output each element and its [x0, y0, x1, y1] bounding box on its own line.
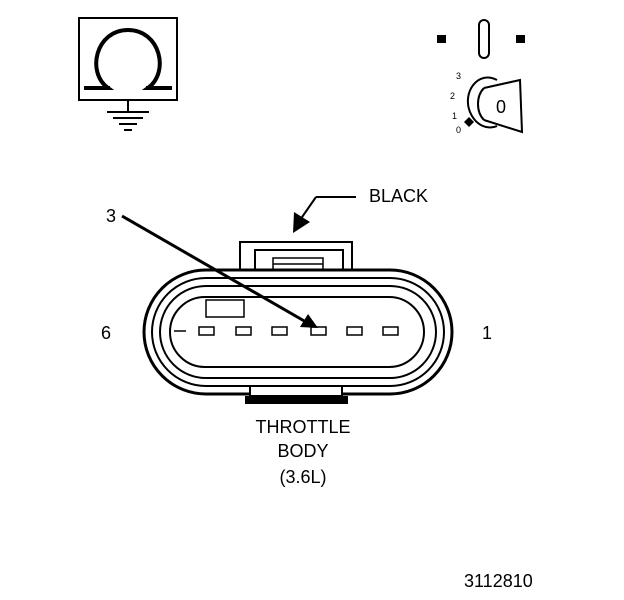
pin-cavity-2: [346, 326, 363, 336]
pin-cavity-3: [310, 326, 327, 336]
pin-3-callout: 3: [106, 206, 318, 328]
key-position-0: 0: [456, 125, 461, 135]
pin-cavities: [198, 326, 399, 336]
pin-callout-label: 3: [106, 206, 116, 226]
right-pin-label: 1: [482, 323, 492, 343]
left-pin-label: 6: [101, 323, 111, 343]
pin-cavity-6: [198, 326, 215, 336]
key-position-3: 3: [456, 71, 461, 81]
connector-body: [142, 241, 454, 404]
color-callout: BLACK: [293, 186, 428, 233]
pin-cavity-5: [235, 326, 252, 336]
caption-line-2: BODY: [277, 441, 328, 461]
caption-line-3: (3.6L): [279, 467, 326, 487]
key-label: 0: [496, 97, 506, 117]
caption-line-1: THROTTLE: [255, 417, 350, 437]
ground-icon: [107, 100, 149, 131]
key-position-1: 1: [452, 111, 457, 121]
key-position-2: 2: [450, 91, 455, 101]
ignition-switch-icon: 3 2 1 0 0: [437, 19, 525, 135]
ohm-symbol-icon: [78, 17, 178, 101]
figure-number: 3112810: [464, 571, 533, 591]
pin-cavity-1: [382, 326, 399, 336]
color-label: BLACK: [369, 186, 428, 206]
pin-cavity-4: [271, 326, 288, 336]
